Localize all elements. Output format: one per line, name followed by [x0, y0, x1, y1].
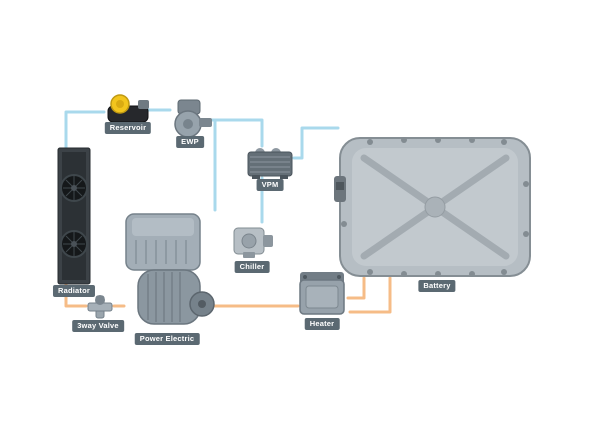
coolant-pipe-ewp-vpm — [208, 118, 264, 148]
chiller-label: Chiller — [234, 261, 270, 273]
vpm-label: VPM — [256, 179, 284, 191]
ewp-component — [168, 98, 214, 143]
power-electric-label: Power Electric — [134, 333, 200, 345]
reservoir-component — [104, 92, 152, 131]
ewp-graphic — [174, 99, 212, 138]
reservoir-label: Reservoir — [104, 122, 152, 134]
heater-component — [296, 268, 348, 323]
vpm-component — [246, 144, 294, 185]
coolant-pipe-vpm-battery — [292, 126, 340, 160]
3way-valve-label: 3way Valve — [72, 320, 124, 332]
battery-label: Battery — [418, 280, 456, 292]
chiller-graphic — [233, 227, 273, 258]
power-electric-graphic — [125, 213, 215, 325]
3way-valve-graphic — [87, 295, 113, 319]
radiator-component — [56, 146, 92, 291]
power-electric-component — [118, 212, 218, 337]
heater-label: Heater — [304, 318, 340, 330]
reservoir-graphic — [107, 94, 149, 123]
ewp-label: EWP — [176, 136, 204, 148]
vpm-graphic — [247, 148, 293, 179]
chiller-component — [230, 222, 276, 265]
3way-valve-component — [86, 294, 114, 325]
radiator-graphic — [57, 147, 91, 285]
battery-component — [334, 124, 538, 297]
battery-graphic — [334, 137, 531, 277]
coolant-pipe-radiator-reservoir — [64, 110, 106, 152]
radiator-label: Radiator — [52, 285, 96, 297]
heater-graphic — [299, 272, 345, 315]
